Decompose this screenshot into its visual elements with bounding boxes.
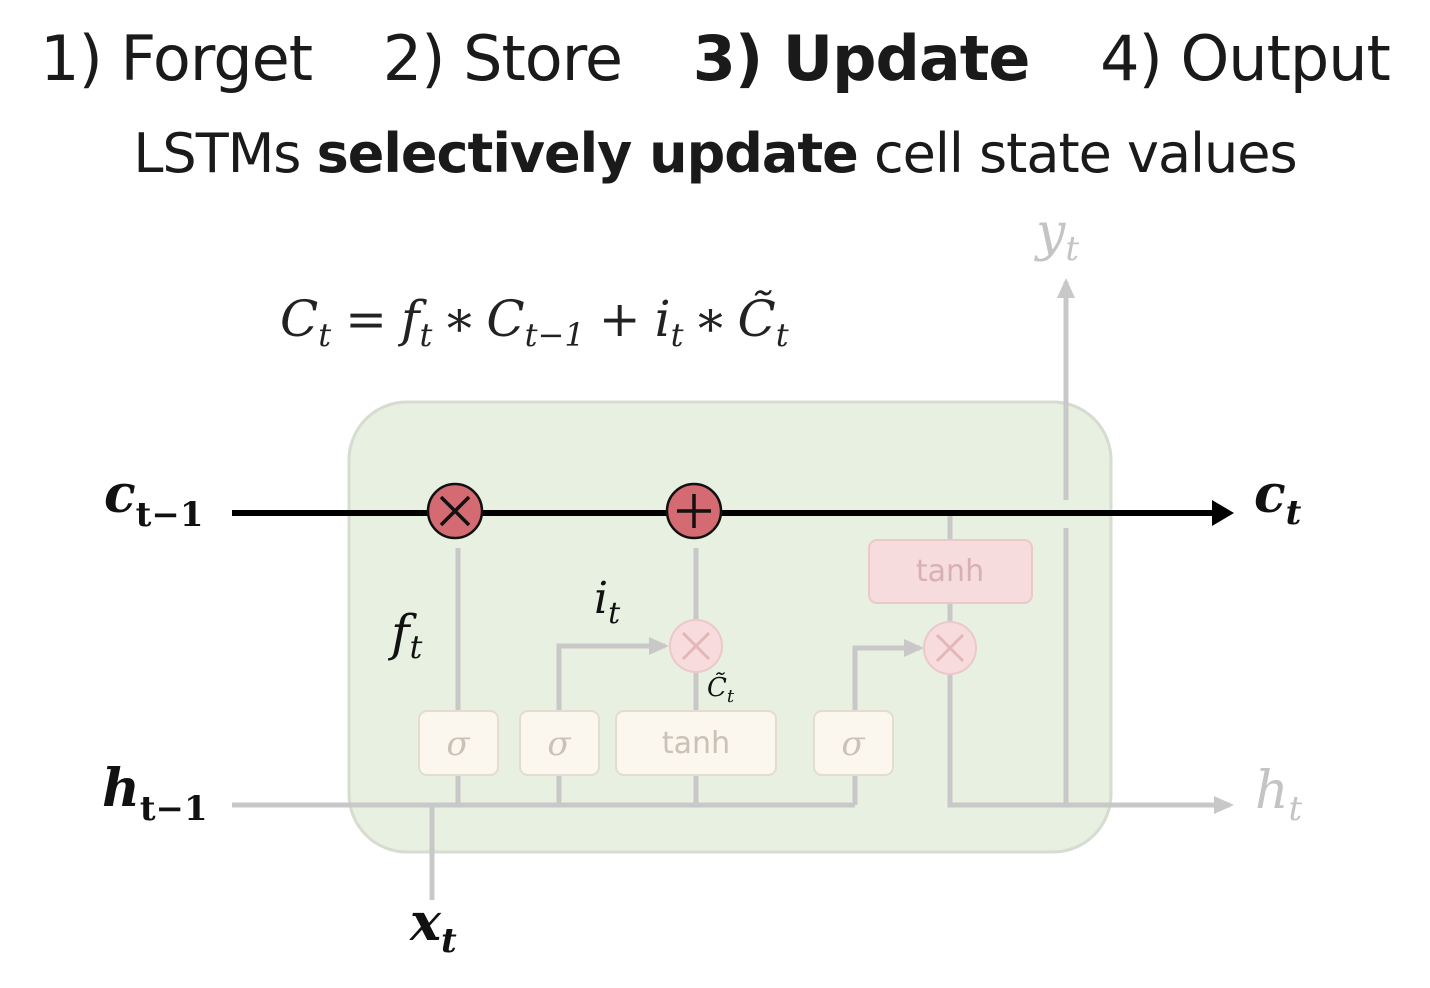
cell-state-output-label: ct bbox=[1254, 464, 1302, 533]
step-forget: 1) Forget bbox=[40, 22, 313, 95]
faded-paths bbox=[232, 278, 1234, 900]
hidden-output-label: ht bbox=[1255, 761, 1303, 829]
prev-hidden-state-label: ht−1 bbox=[102, 758, 208, 829]
multiply-icon bbox=[439, 495, 471, 527]
cell-add-op bbox=[665, 482, 723, 540]
output-gate-line bbox=[852, 639, 924, 710]
sigma-output-label: σ bbox=[841, 724, 865, 764]
sigma-gate-forget bbox=[418, 710, 499, 776]
prev-cell-state-label: ct−1 bbox=[104, 464, 204, 535]
step-list: 1) Forget 2) Store 3) Update 4) Output bbox=[0, 22, 1430, 95]
step-update: 3) Update bbox=[692, 22, 1031, 95]
output-multiply-icon bbox=[935, 633, 965, 663]
sigma-input-label: σ bbox=[547, 724, 571, 764]
update-equation: Ct=ft∗Ct−1+it∗C̃t bbox=[280, 289, 789, 354]
input-signal-label: it bbox=[594, 573, 621, 631]
y-output-label: yt bbox=[1034, 203, 1079, 269]
sigma-forget-label: σ bbox=[446, 724, 470, 764]
gate-boxes: σ σ tanh σ tanh bbox=[418, 539, 1033, 776]
sigma-gate-output bbox=[813, 710, 894, 776]
subtitle-post: cell state values bbox=[857, 122, 1298, 185]
sigma-gate-input bbox=[519, 710, 600, 776]
faded-operators bbox=[669, 619, 977, 675]
plus-icon bbox=[677, 494, 711, 528]
forget-multiply-op bbox=[426, 482, 484, 540]
hidden-output-line bbox=[947, 672, 1234, 814]
step-store: 2) Store bbox=[382, 22, 623, 95]
input-x-label: xt bbox=[409, 892, 457, 961]
tanh-gate-output bbox=[868, 539, 1033, 604]
tanh-candidate-label: tanh bbox=[662, 726, 730, 761]
subtitle-emphasis: selectively update bbox=[316, 122, 859, 185]
subtitle-pre: LSTMs bbox=[133, 122, 317, 185]
input-gate-line bbox=[556, 637, 669, 710]
tanh-output-label: tanh bbox=[916, 554, 984, 589]
cell-state-arrowhead bbox=[1212, 500, 1234, 526]
step-output: 4) Output bbox=[1100, 22, 1391, 95]
tanh-gate-candidate bbox=[615, 710, 777, 776]
input-multiply-icon bbox=[681, 631, 711, 661]
slide-subtitle: LSTMs selectively update cell state valu… bbox=[0, 122, 1430, 185]
lstm-cell-block bbox=[347, 400, 1113, 854]
candidate-signal-label: C̃t bbox=[707, 672, 735, 707]
